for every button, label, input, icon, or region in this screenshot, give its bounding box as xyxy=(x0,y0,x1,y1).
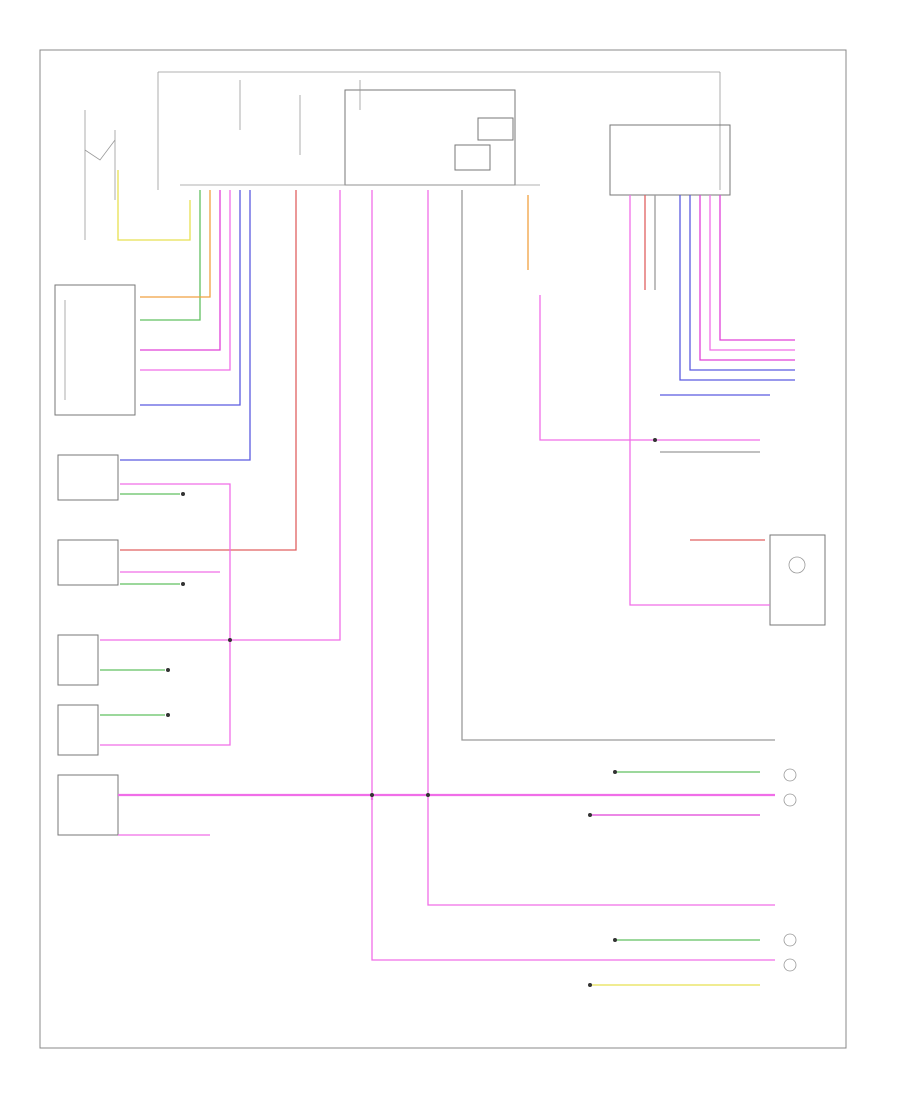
wire-red-1 xyxy=(120,190,297,551)
splice-points xyxy=(166,438,657,987)
wire-magenta-right-2 xyxy=(719,195,795,341)
right-top-connector xyxy=(609,124,731,196)
wire-green-1 xyxy=(140,190,201,321)
wire-magenta-1 xyxy=(140,190,221,351)
diagram-frame xyxy=(39,49,847,1049)
wire-pink-right-1 xyxy=(709,195,795,351)
wire-blue-right-2 xyxy=(689,195,795,371)
top-power-block xyxy=(157,71,721,190)
left-front-side-lamp xyxy=(57,634,99,686)
instrument-cluster-box xyxy=(769,534,826,626)
wire-magenta-right-1 xyxy=(699,195,795,361)
left-front-turn-lamp xyxy=(57,454,119,501)
wire-gray-1 xyxy=(461,190,775,741)
wire-pink-4 xyxy=(100,190,341,641)
wire-pink-right-2 xyxy=(629,195,770,606)
wire-blue-1 xyxy=(140,190,241,406)
right-rear-lamp xyxy=(783,933,797,972)
right-front-side-lamp xyxy=(57,704,99,756)
wire-blue-2 xyxy=(120,190,251,461)
wire-pink-bus-2 xyxy=(427,190,775,906)
wire-pink-5 xyxy=(539,295,760,441)
wire-pink-1 xyxy=(140,190,231,371)
wire-blue-right-1 xyxy=(679,195,795,381)
wire-yellow-1 xyxy=(117,170,191,241)
wire-pink-bus-1 xyxy=(371,190,775,961)
left-top-component xyxy=(84,110,116,240)
multifunction-switch-box xyxy=(54,284,136,416)
wire-orange-1 xyxy=(140,190,211,298)
left-rear-lamp xyxy=(783,768,797,807)
right-front-turn-lamp xyxy=(57,539,119,586)
wire-pink-2 xyxy=(100,483,231,746)
hazard-switch-box xyxy=(57,774,119,836)
